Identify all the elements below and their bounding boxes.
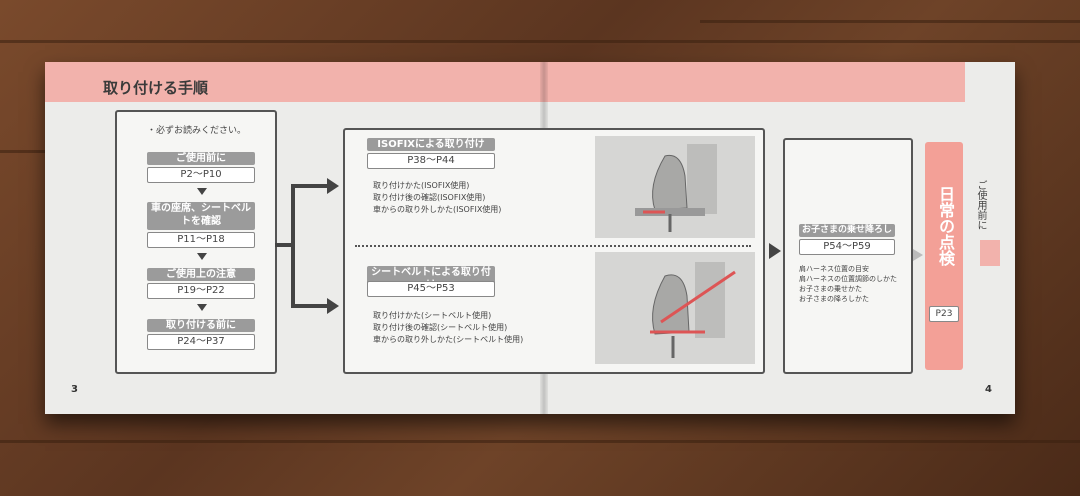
instruction-booklet: 取り付ける手順 ・必ずお読みください。 ご使用前に P2〜P10 車の座席、シー… [45,62,1015,414]
isofix-pages: P38〜P44 [367,153,495,169]
right-arrow-icon [913,249,923,261]
isofix-item-2: 取り付け後の確認(ISOFIX使用) [373,193,486,202]
seatbelt-pages: P45〜P53 [367,281,495,297]
daily-check-pages: P23 [929,306,959,322]
branch-line [275,243,293,247]
child-item-2: 肩ハーネスの位置調節のしかた [799,275,897,283]
side-tab-text: ご使用前に [975,180,986,230]
child-item-4: お子さまの降ろしかた [799,295,869,303]
section-divider [355,245,751,247]
child-label: お子さまの乗せ降ろし [799,224,895,237]
prep-steps-box: ・必ずお読みください。 ご使用前に P2〜P10 車の座席、シートベルトを確認 … [115,110,277,374]
right-arrow-icon [769,243,781,259]
child-item-3: お子さまの乗せかた [799,285,862,293]
right-arrow-icon [327,298,339,314]
isofix-item-1: 取り付けかた(ISOFIX使用) [373,181,470,190]
side-tab-marker [980,240,1000,266]
step-1-label: ご使用前に [147,152,255,165]
down-arrow-icon [197,253,207,260]
car-seat-illustration-seatbelt [595,252,755,364]
child-box: お子さまの乗せ降ろし P54〜P59 肩ハーネス位置の目安 肩ハーネスの位置調節… [783,138,913,374]
daily-check-panel: 日常の点検 P23 [925,142,963,370]
child-pages: P54〜P59 [799,239,895,255]
step-3-label: ご使用上の注意 [147,268,255,281]
step-4-label: 取り付ける前に [147,319,255,332]
isofix-label: ISOFIXによる取り付け [367,138,495,151]
seatbelt-item-3: 車からの取り外しかた(シートベルト使用) [373,335,524,344]
car-seat-belt-icon [650,262,736,358]
down-arrow-icon [197,188,207,195]
branch-line [291,184,327,188]
step-2-label: 車の座席、シートベルトを確認 [147,202,255,230]
child-item-1: 肩ハーネス位置の目安 [799,265,869,273]
daily-check-text: 日常の点検 [936,186,955,266]
installation-box: ISOFIXによる取り付け P38〜P44 取り付けかた(ISOFIX使用) 取… [343,128,765,374]
down-arrow-icon [197,304,207,311]
step-2-pages: P11〜P18 [147,232,255,248]
branch-line [291,304,327,308]
step-3-pages: P19〜P22 [147,283,255,299]
daily-check-title: 日常の点検 [934,186,955,272]
isofix-item-3: 車からの取り外しかた(ISOFIX使用) [373,205,502,214]
car-seat-icon [635,144,717,232]
car-seat-illustration-isofix [595,136,755,238]
branch-line [291,184,295,308]
page-number-right: 4 [985,384,992,395]
step-1-pages: P2〜P10 [147,167,255,183]
intro-note: ・必ずお読みください。 [147,126,247,136]
side-tab: ご使用前に [973,180,995,266]
header-bar [45,62,965,102]
seatbelt-item-1: 取り付けかた(シートベルト使用) [373,311,492,320]
right-arrow-icon [327,178,339,194]
page-number-left: 3 [71,384,78,395]
seatbelt-item-2: 取り付け後の確認(シートベルト使用) [373,323,508,332]
page-title: 取り付ける手順 [103,79,209,97]
step-4-pages: P24〜P37 [147,334,255,350]
